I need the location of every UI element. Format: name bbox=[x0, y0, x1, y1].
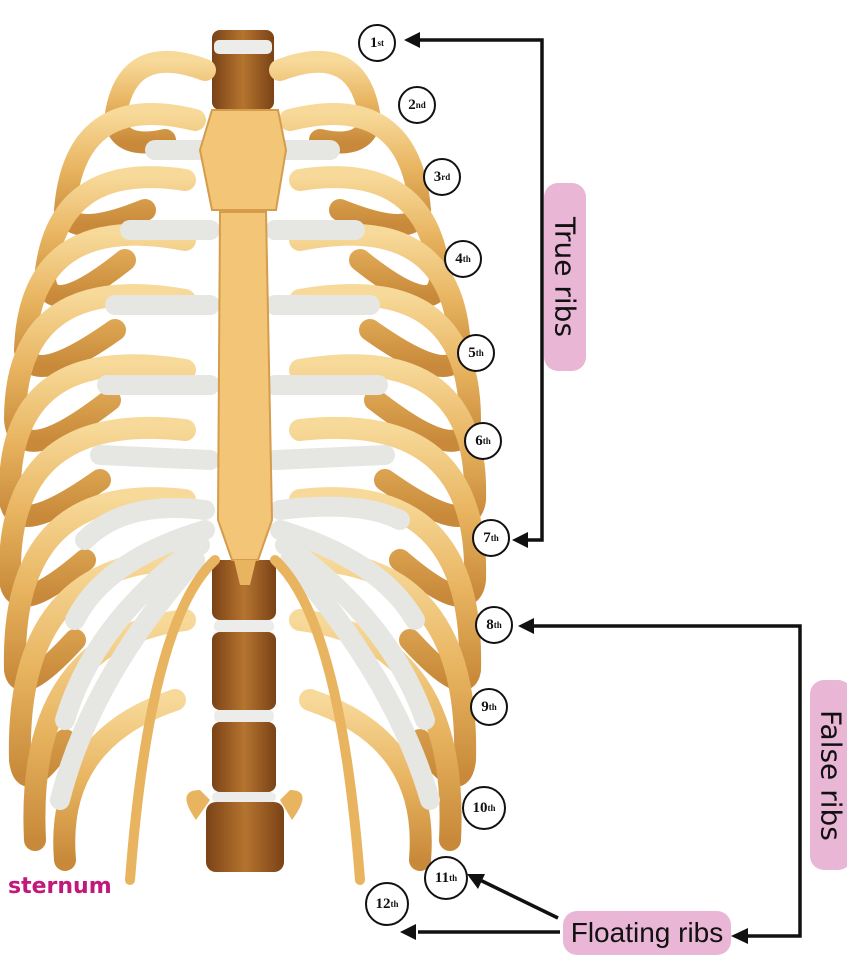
rib-number: 3 bbox=[434, 170, 442, 185]
false-ribs-label: False ribs bbox=[810, 680, 847, 870]
rib-number: 12 bbox=[375, 897, 390, 912]
rib-number: 6 bbox=[475, 434, 483, 449]
rib-number: 5 bbox=[468, 346, 476, 361]
arrow-to-rib-7 bbox=[512, 532, 528, 548]
floating-ribs-line-11 bbox=[480, 880, 558, 918]
arrow-to-rib-1 bbox=[404, 32, 420, 48]
rib-number: 4 bbox=[455, 252, 463, 267]
rib-suffix: rd bbox=[441, 173, 450, 182]
rib-number: 11 bbox=[435, 871, 449, 886]
rib-suffix: nd bbox=[416, 101, 426, 110]
arrow-to-floating-ribs bbox=[731, 928, 748, 944]
rib-suffix: th bbox=[463, 255, 471, 264]
rib-suffix: st bbox=[378, 39, 385, 48]
sternum-label: sternum bbox=[8, 874, 112, 899]
rib-suffix: th bbox=[494, 621, 502, 630]
floating-ribs-label: Floating ribs bbox=[563, 911, 731, 955]
arrow-to-rib-12 bbox=[400, 924, 416, 940]
true-ribs-label: True ribs bbox=[544, 183, 586, 371]
rib-number: 10 bbox=[472, 801, 487, 816]
rib-suffix: th bbox=[476, 349, 484, 358]
rib-number: 2 bbox=[408, 98, 416, 113]
rib-suffix: th bbox=[491, 534, 499, 543]
rib-number: 9 bbox=[481, 700, 489, 715]
rib-suffix: th bbox=[489, 703, 497, 712]
arrow-to-rib-8 bbox=[518, 618, 534, 634]
rib-suffix: th bbox=[483, 437, 491, 446]
rib-suffix: th bbox=[449, 874, 457, 883]
rib-number: 8 bbox=[486, 618, 494, 633]
false-ribs-bracket-line bbox=[529, 626, 800, 936]
rib-suffix: th bbox=[390, 900, 398, 909]
rib-number: 1 bbox=[370, 36, 378, 51]
rib-number: 7 bbox=[483, 531, 491, 546]
rib-suffix: th bbox=[487, 804, 495, 813]
